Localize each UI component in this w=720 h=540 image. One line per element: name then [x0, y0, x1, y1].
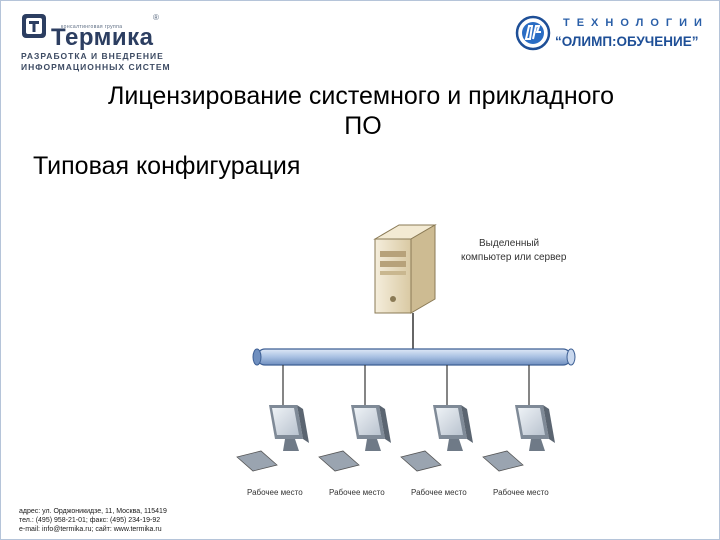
keyboard-icon: [400, 450, 442, 472]
slide-title-line1: Лицензирование системного и прикладного: [107, 82, 615, 110]
network-diagram: Выделенный компьютер или сервер Рабочее …: [236, 224, 576, 497]
slide-title-line2: ПО: [344, 112, 382, 140]
termika-name: Термика: [51, 24, 154, 51]
workstation-label: Рабочее место: [247, 488, 303, 497]
network-bus: [252, 348, 576, 366]
termika-logo-icon: [22, 14, 46, 38]
olimp-globe-icon: [515, 15, 551, 51]
olimp-line1: ТЕХНОЛОГИИ: [563, 17, 709, 29]
monitor-icon: [269, 405, 309, 451]
workstation-label: Рабочее место: [329, 488, 385, 497]
monitor-icon: [351, 405, 391, 451]
workstation-label: Рабочее место: [411, 488, 467, 497]
keyboard-icon: [236, 450, 278, 472]
server-label-line1: Выделенный: [479, 238, 539, 249]
termika-logo: консалтинговая группа Термика ® РАЗРАБОТ…: [21, 13, 191, 75]
workstation-2: Рабочее место: [318, 365, 391, 497]
monitor-icon: [433, 405, 473, 451]
olimp-logo: ТЕХНОЛОГИИ “ОЛИМП:ОБУЧЕНИЕ”: [515, 15, 705, 55]
slide-subtitle: Типовая конфигурация: [33, 152, 301, 180]
workstation-3: Рабочее место: [400, 365, 473, 497]
workstation-label: Рабочее место: [493, 488, 549, 497]
slide-title: Лицензирование системного и прикладного …: [1, 81, 720, 141]
keyboard-icon: [318, 450, 360, 472]
server-label-line2: компьютер или сервер: [461, 252, 567, 263]
termika-tagline: РАЗРАБОТКА И ВНЕДРЕНИЕ ИНФОРМАЦИОННЫХ СИ…: [21, 51, 171, 72]
olimp-line2: “ОЛИМП:ОБУЧЕНИЕ”: [555, 34, 699, 49]
workstation-4: Рабочее место: [482, 365, 555, 497]
termika-group-label: консалтинговая группа: [61, 24, 123, 30]
keyboard-icon: [482, 450, 524, 472]
workstation-1: Рабочее место: [236, 365, 309, 497]
monitor-icon: [515, 405, 555, 451]
footer-contacts: адрес: ул. Орджоникидзе, 11, Москва, 115…: [19, 508, 167, 533]
server-icon: [373, 224, 437, 314]
registered-mark: ®: [153, 13, 159, 22]
